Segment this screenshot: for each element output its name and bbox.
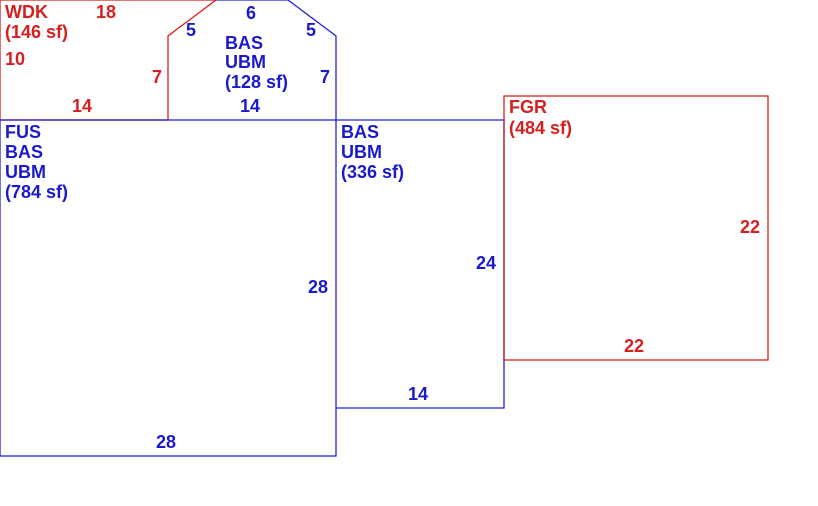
fgr-code-label: FGR: [509, 97, 547, 117]
wdk-code-label: WDK: [5, 2, 48, 22]
bas-code1-label: BAS: [341, 122, 379, 142]
bas-bottom-dimension: 14: [408, 384, 428, 404]
bay-code2-label: UBM: [225, 52, 266, 72]
bay-outline: [216, 0, 337, 120]
bas-right-dimension: 24: [476, 253, 496, 273]
fus-right-dimension: 28: [308, 277, 328, 297]
bas-area-label: (336 sf): [341, 162, 404, 182]
fgr-right-dimension: 22: [740, 217, 760, 237]
wdk-top-dimension: 18: [96, 2, 116, 22]
bas-code2-label: UBM: [341, 142, 382, 162]
bay-top-dimension: 6: [246, 3, 256, 23]
bay-right-dimension: 7: [320, 67, 330, 87]
bay-bottom-dimension: 14: [240, 96, 260, 116]
wdk-left-dimension: 10: [5, 49, 25, 69]
bay-diag-right-dimension: 5: [306, 20, 316, 40]
bay-code1-label: BAS: [225, 33, 263, 53]
fgr-bottom-dimension: 22: [624, 336, 644, 356]
wdk-right-dimension: 7: [152, 67, 162, 87]
wdk-outline: [0, 0, 218, 121]
wdk-bottom-dimension: 14: [72, 96, 92, 116]
fgr-outline: [503, 95, 769, 361]
bay-area-label: (128 sf): [225, 72, 288, 92]
fus-code3-label: UBM: [5, 162, 46, 182]
fus-code2-label: BAS: [5, 142, 43, 162]
fgr-area-label: (484 sf): [509, 118, 572, 138]
fus-outline: [0, 119, 337, 457]
wdk-area-label: (146 sf): [5, 22, 68, 42]
fus-area-label: (784 sf): [5, 182, 68, 202]
fus-code1-label: FUS: [5, 122, 41, 142]
fus-bottom-dimension: 28: [156, 432, 176, 452]
bay-diag-left-dimension: 5: [186, 20, 196, 40]
